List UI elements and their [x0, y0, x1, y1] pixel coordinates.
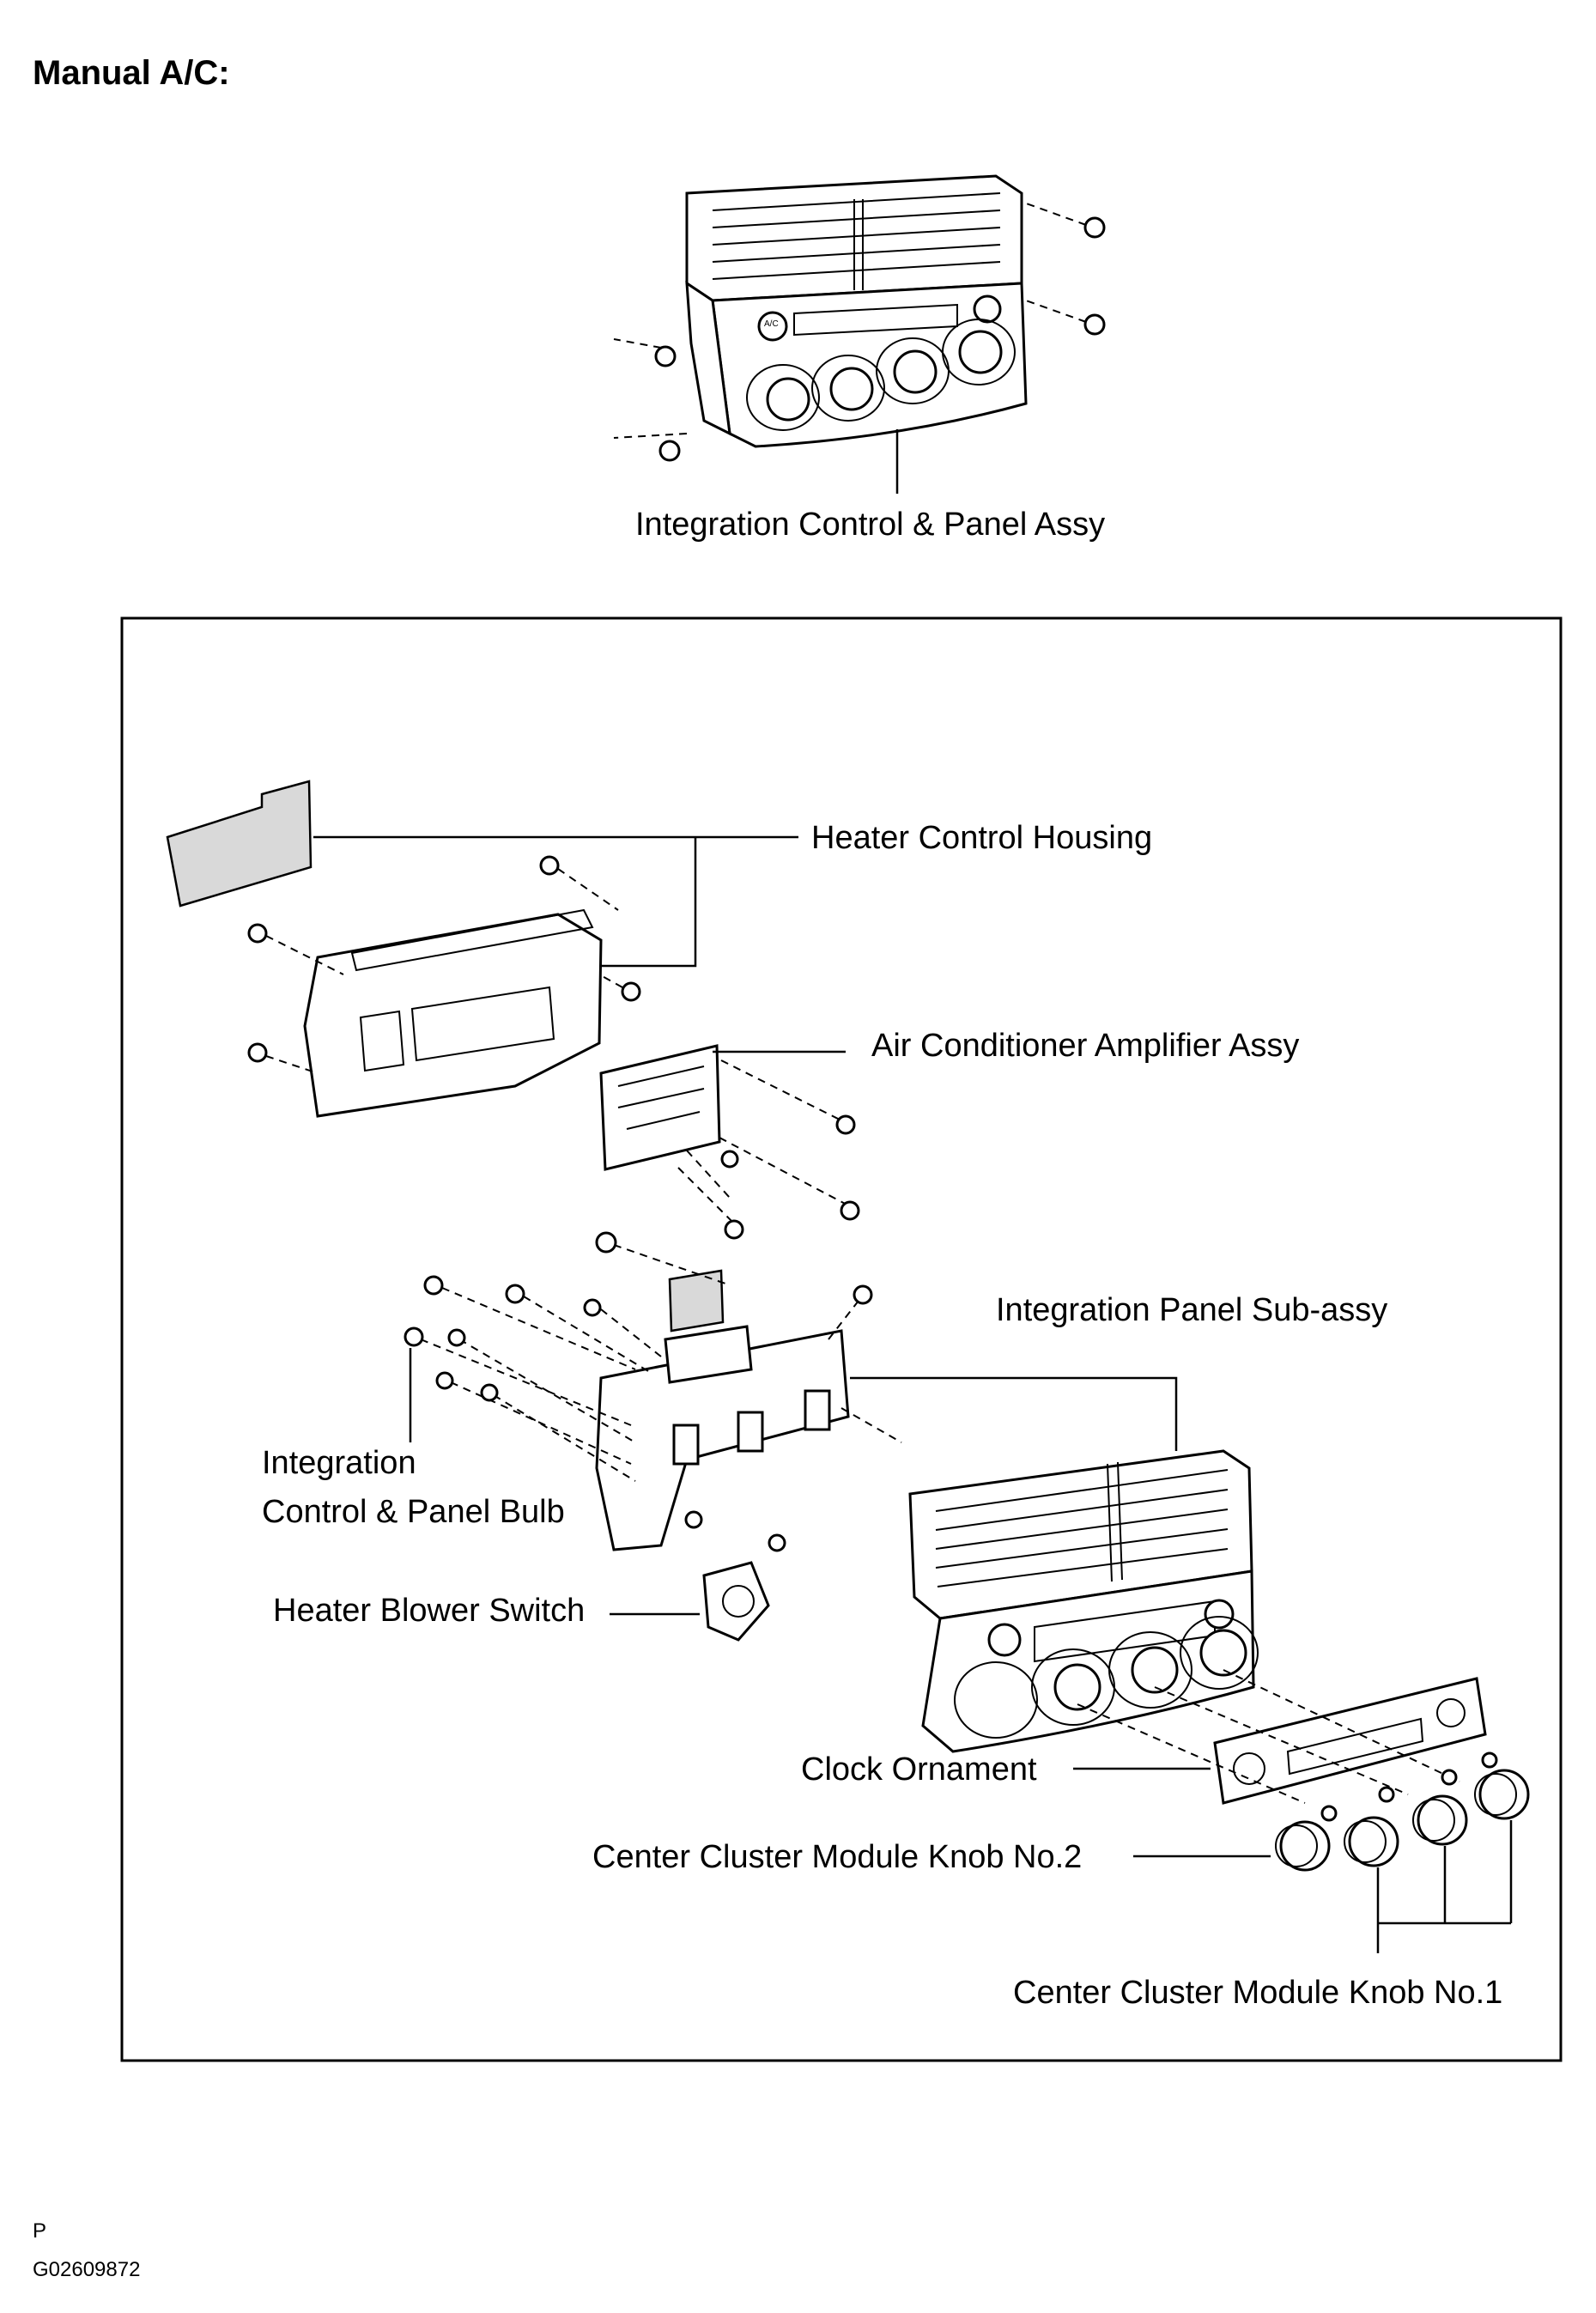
figure-id: G02609872 — [33, 2258, 141, 2281]
label-clock-ornament: Clock Ornament — [801, 1751, 1037, 1788]
label-integration-control-panel-assy: Integration Control & Panel Assy — [635, 507, 1106, 543]
integration-panel-assembled-unit-drawing — [908, 1425, 1259, 1753]
heater-blower-switch-drawing — [610, 1561, 770, 1642]
knobs-drawing — [1133, 1751, 1530, 1953]
heater-control-housing-drawing — [166, 780, 798, 1118]
exploded-view-frame — [120, 616, 1563, 2062]
air-conditioner-amplifier-assy-drawing — [599, 1044, 860, 1240]
label-integration-panel-sub-assy: Integration Panel Sub-assy — [996, 1292, 1388, 1328]
integration-control-panel-assy-drawing — [613, 174, 1106, 494]
label-heater-blower-switch: Heater Blower Switch — [273, 1593, 586, 1629]
label-integration-control-panel-bulb-line1: Integration — [262, 1445, 416, 1481]
label-heater-control-housing: Heater Control Housing — [811, 820, 1153, 856]
integration-panel-sub-assy-drawing — [404, 1231, 1178, 1552]
label-center-cluster-module-knob-no2: Center Cluster Module Knob No.2 — [592, 1839, 1083, 1875]
label-air-conditioner-amplifier-assy: Air Conditioner Amplifier Assy — [871, 1028, 1300, 1064]
ac-button-label: A/C — [764, 319, 779, 329]
label-center-cluster-module-knob-no1: Center Cluster Module Knob No.1 — [1013, 1975, 1503, 2011]
page-letter: P — [33, 2219, 47, 2243]
diagram-title: Manual A/C: — [33, 54, 230, 92]
label-integration-control-panel-bulb-line2: Control & Panel Bulb — [262, 1494, 565, 1530]
clock-ornament-drawing — [1073, 1669, 1487, 1805]
